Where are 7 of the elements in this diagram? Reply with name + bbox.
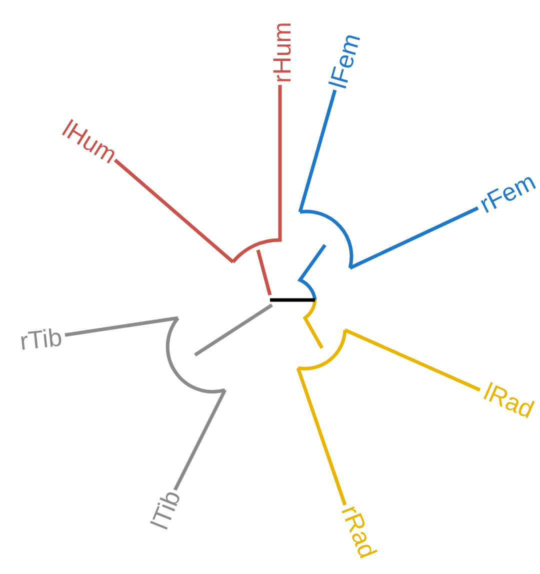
branch-label: rHum [270,22,296,83]
branch-label: lTib [148,487,186,534]
branch-label: rFem [476,169,540,218]
branch-label: lFem [326,31,366,92]
branch-label: rTib [18,326,64,355]
branch-label: rRad [336,502,380,562]
branch-label: lRad [480,380,538,424]
